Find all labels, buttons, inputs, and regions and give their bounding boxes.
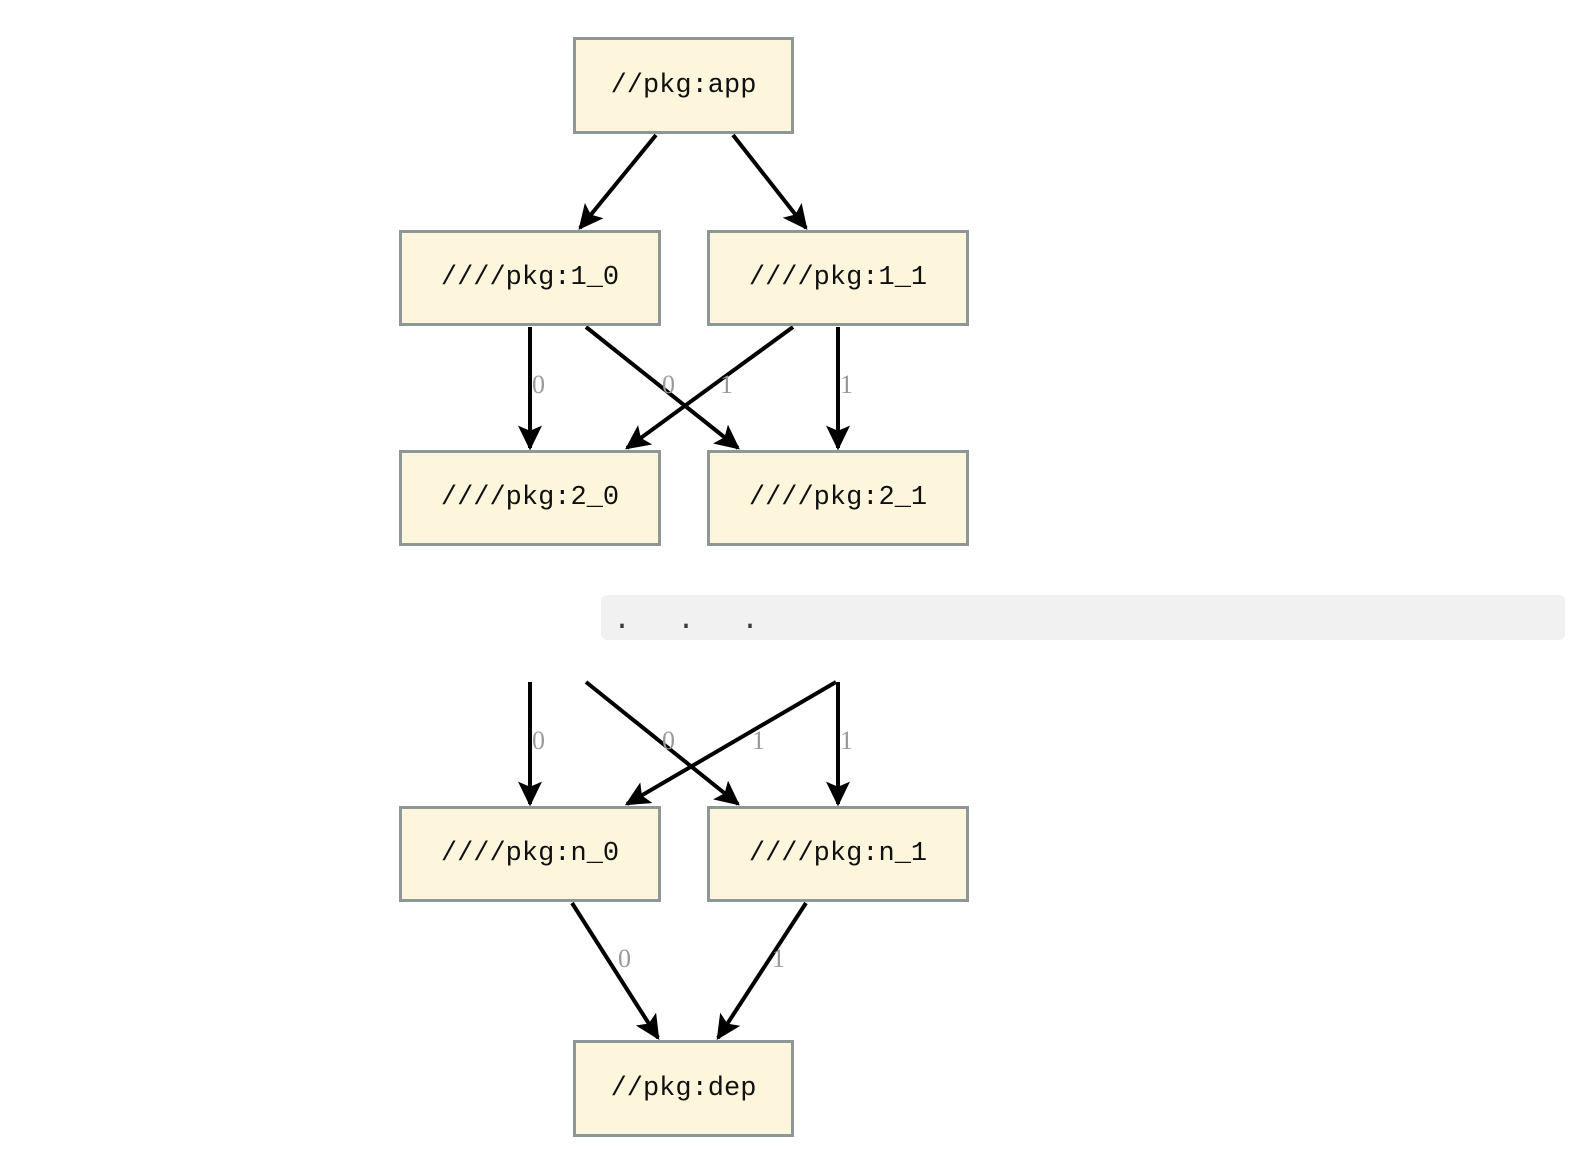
edge-label: 0 [662,370,675,399]
node-label: //pkg:dep [610,1073,757,1104]
node-label: ////pkg:1_1 [748,263,928,293]
edge-label: 1 [720,370,733,399]
node-n2_0[interactable]: ////pkg:2_0 [399,450,661,546]
edge-label: 0 [532,370,545,399]
edge-label: 0 [662,726,675,755]
node-n1_1[interactable]: ////pkg:1_1 [707,230,969,326]
node-label: ////pkg:2_1 [748,483,928,513]
edge-line [570,901,660,1041]
node-label: ////pkg:n_1 [748,839,928,869]
node-nn_0[interactable]: ////pkg:n_0 [399,806,661,902]
edge-label: 1 [840,370,853,399]
node-nn_1[interactable]: ////pkg:n_1 [707,806,969,902]
edge-line [578,133,658,230]
edge-line [584,325,740,450]
node-dep[interactable]: //pkg:dep [573,1040,794,1137]
edge-label: 1 [752,726,765,755]
node-label: ////pkg:1_0 [440,263,620,293]
node-app[interactable]: //pkg:app [573,37,794,134]
edge-line [731,133,808,230]
ellipsis-dots: · · · [613,609,774,644]
ellipsis-separator: · · · [601,595,1565,644]
edge-line [624,680,838,806]
edge-label: 0 [618,944,631,973]
edge-line [584,680,740,806]
node-label: //pkg:app [610,70,757,101]
edge-label: 1 [772,944,785,973]
node-label: ////pkg:n_0 [440,839,620,869]
edge-lines [518,133,850,1041]
edge-label: 0 [532,726,545,755]
edge-line [625,325,795,450]
edge-label: 1 [840,726,853,755]
edge-line [716,901,808,1041]
node-label: ////pkg:2_0 [440,483,620,513]
node-n2_1[interactable]: ////pkg:2_1 [707,450,969,546]
node-n1_0[interactable]: ////pkg:1_0 [399,230,661,326]
